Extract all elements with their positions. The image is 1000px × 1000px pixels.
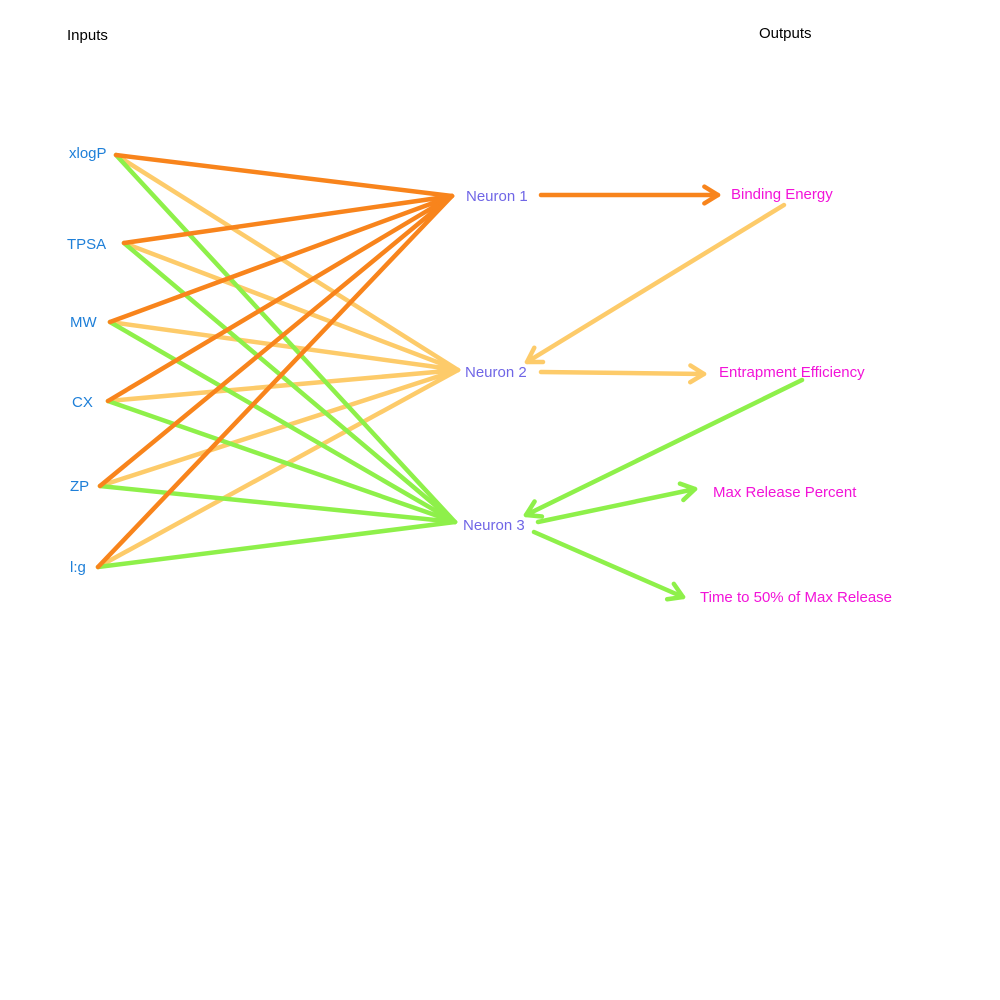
arrow-neuron-3-to-time-to-50-arrowhead <box>664 581 686 602</box>
neuron-label-3: Neuron 3 <box>463 517 525 534</box>
edge-input-2-neuron-2 <box>121 240 461 373</box>
arrow-entrapment-efficiency-to-neuron-3-arrowhead <box>523 499 545 519</box>
edge-layer <box>95 152 805 602</box>
edge-input-4-neuron-2 <box>105 367 461 404</box>
edge-input-6-neuron-3 <box>95 519 458 570</box>
output-label-binding-energy: Binding Energy <box>731 186 833 203</box>
edge-input-4-neuron-1 <box>105 193 455 404</box>
output-label-entrapment-efficiency: Entrapment Efficiency <box>719 364 865 381</box>
arrow-neuron-1-to-binding-energy-arrowhead <box>702 184 721 206</box>
inputs-header: Inputs <box>67 27 108 44</box>
edge-input-3-neuron-3 <box>107 319 458 525</box>
edge-input-4-neuron-3 <box>105 398 458 525</box>
edge-input-6-neuron-2 <box>95 367 461 570</box>
arrow-entrapment-efficiency-to-neuron-3 <box>523 377 805 518</box>
input-label-zp: ZP <box>70 478 89 495</box>
output-label-time-to-50: Time to 50% of Max Release <box>700 589 892 606</box>
arrow-neuron-3-to-max-release-percent <box>535 486 698 525</box>
arrow-binding-energy-to-neuron-2-arrowhead <box>524 345 546 365</box>
input-label-lg: l:g <box>70 559 86 576</box>
edge-input-2-neuron-1 <box>121 193 455 246</box>
input-label-mw: MW <box>70 314 97 331</box>
outputs-header: Outputs <box>759 25 812 42</box>
neuron-label-2: Neuron 2 <box>465 364 527 381</box>
edge-input-1-neuron-2 <box>113 152 461 373</box>
input-label-tpsa: TPSA <box>67 236 106 253</box>
edge-input-1-neuron-3 <box>113 152 458 525</box>
arrow-binding-energy-to-neuron-2 <box>524 202 787 365</box>
edge-input-5-neuron-1 <box>97 193 455 489</box>
arrow-neuron-2-to-entrapment-efficiency-arrowhead <box>688 363 707 385</box>
output-label-max-release-percent: Max Release Percent <box>713 484 857 501</box>
edge-input-6-neuron-1 <box>95 193 455 570</box>
input-label-cx: CX <box>72 394 93 411</box>
arrow-neuron-3-to-time-to-50 <box>531 529 686 600</box>
input-label-xlogp: xlogP <box>69 145 107 162</box>
edge-input-2-neuron-3 <box>121 240 458 525</box>
edge-input-5-neuron-2 <box>97 367 461 489</box>
neuron-label-1: Neuron 1 <box>466 188 528 205</box>
edge-input-1-neuron-1 <box>113 152 455 199</box>
arrow-neuron-3-to-max-release-percent-arrowhead <box>677 481 698 503</box>
edge-input-5-neuron-3 <box>97 483 458 525</box>
arrow-neuron-2-to-entrapment-efficiency <box>538 369 707 377</box>
edge-input-3-neuron-2 <box>107 319 461 373</box>
edge-input-3-neuron-1 <box>107 193 455 325</box>
